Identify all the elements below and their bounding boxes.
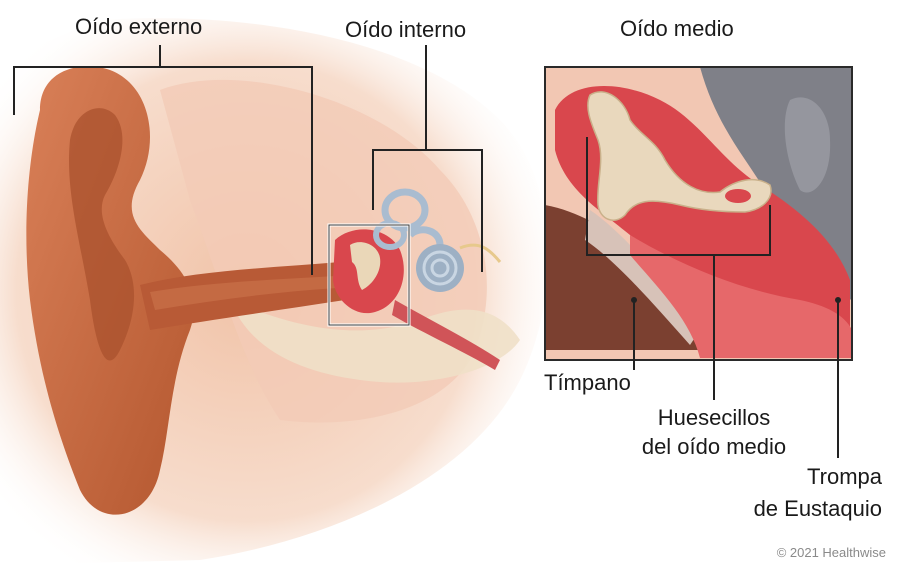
label-outer-ear: Oído externo (75, 14, 202, 40)
label-ossicles-line1: Huesecillos (605, 405, 823, 431)
middle-ear-inset (545, 67, 852, 360)
label-inner-ear: Oído interno (345, 17, 466, 43)
label-eustachian-line2: de Eustaquio (700, 496, 882, 522)
label-ossicles-line2: del oído medio (583, 434, 845, 460)
label-eardrum: Tímpano (544, 370, 631, 396)
label-eustachian-line1: Trompa (700, 464, 882, 490)
label-middle-ear: Oído medio (620, 16, 734, 42)
copyright-text: © 2021 Healthwise (700, 545, 886, 561)
